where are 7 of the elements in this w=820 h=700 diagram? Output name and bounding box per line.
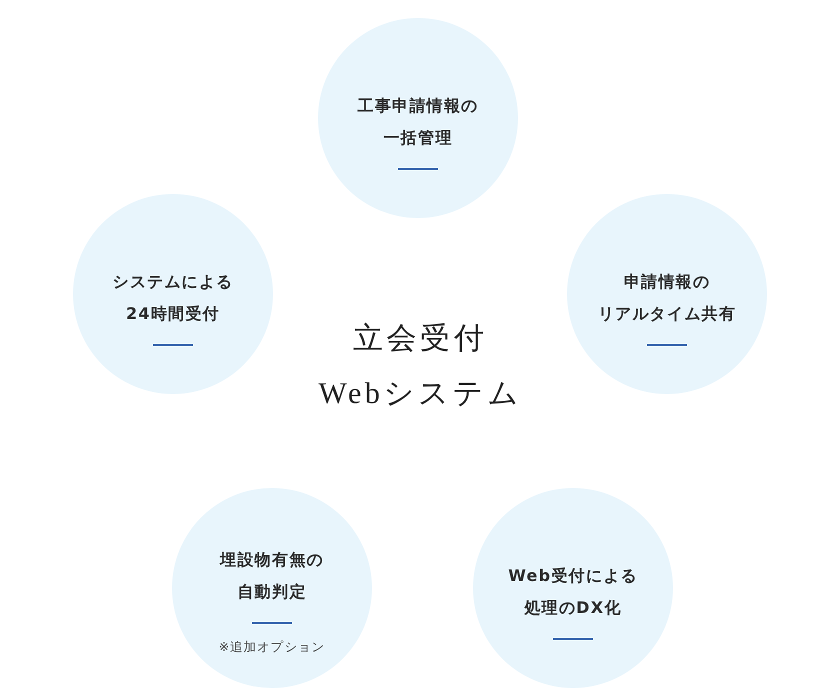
diagram-title: 立会受付Webシステム bbox=[318, 321, 522, 412]
option-note: ※追加オプション bbox=[218, 638, 326, 656]
feature-heading: システムによる24時間受付 bbox=[112, 271, 234, 325]
feature-heading: 埋設物有無の自動判定 bbox=[220, 549, 324, 603]
feature-heading: 工事申請情報の一括管理 bbox=[358, 95, 478, 149]
feature-heading: Web受付による処理のDX化 bbox=[508, 565, 638, 619]
feature-heading: 申請情報のリアルタイム共有 bbox=[598, 271, 736, 325]
